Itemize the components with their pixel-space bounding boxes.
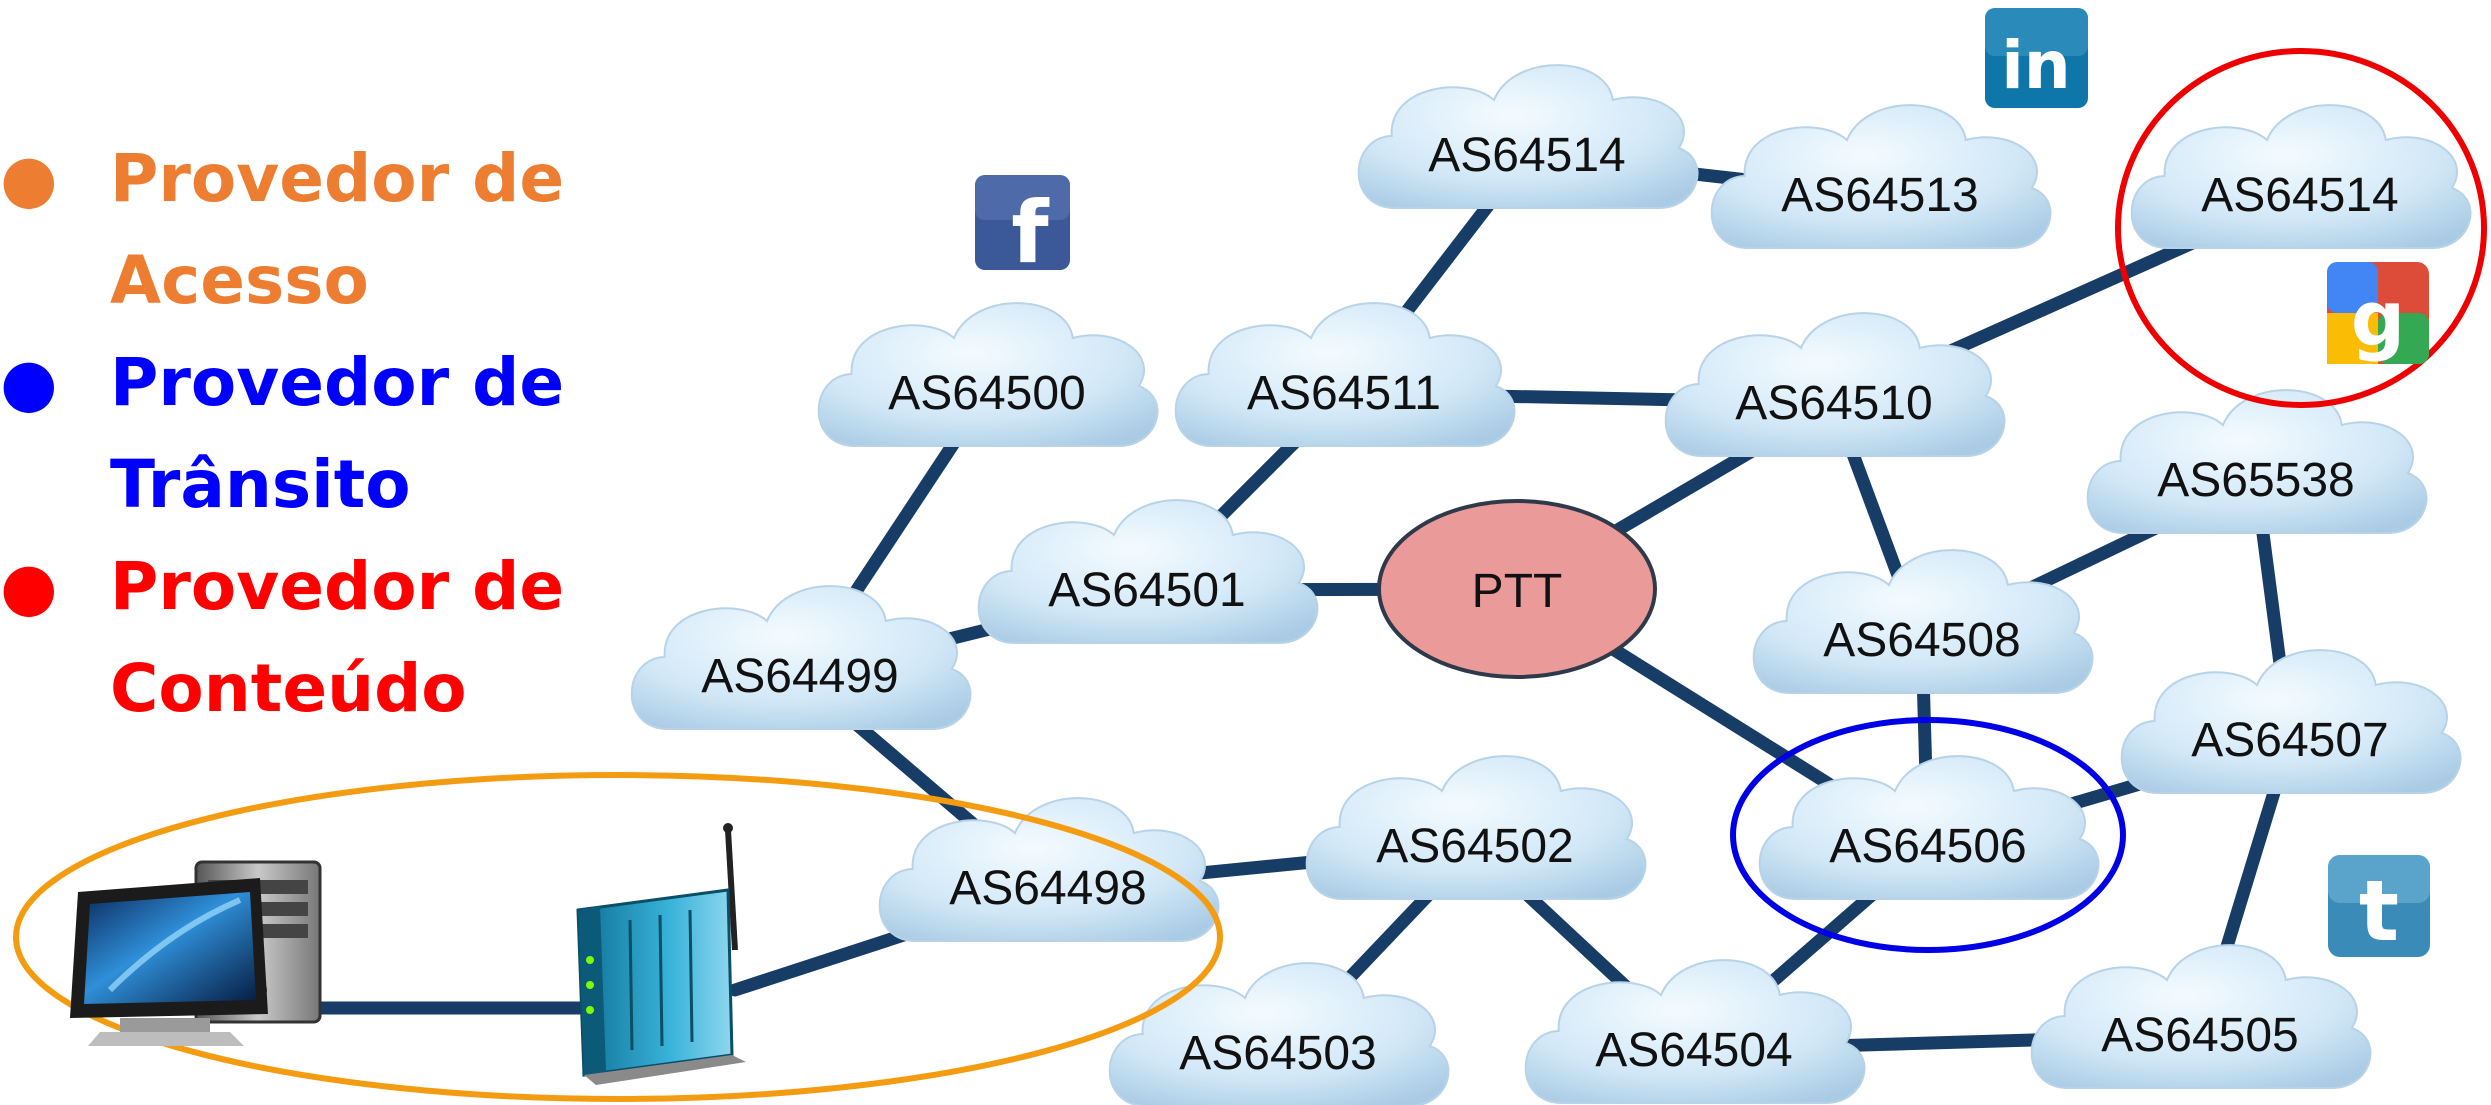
- cloud-shape: [2086, 389, 2428, 534]
- as-label-as64499: AS64499: [701, 650, 899, 703]
- cloud-node-as64514a: AS64514: [1357, 64, 1699, 209]
- ptt-node: PTT: [1377, 499, 1657, 679]
- cloud-shape: [2130, 104, 2472, 249]
- as-label-as64501: AS64501: [1048, 564, 1246, 617]
- legend-label-access: Provedor de Acesso: [110, 140, 565, 319]
- as-label-as64506: AS64506: [1829, 820, 2027, 873]
- cloud-node-as64503: AS64503: [1108, 962, 1450, 1105]
- as-label-as64505: AS64505: [2101, 1009, 2299, 1062]
- cloud-shape: [1758, 755, 2100, 900]
- twitter-glyph: t: [2359, 862, 2399, 960]
- legend-item-access: ● Provedor de Acesso: [0, 128, 600, 332]
- content-provider-ring: [2115, 48, 2487, 408]
- cloud-shape: [878, 797, 1220, 942]
- cloud-shape: [2030, 944, 2372, 1089]
- google-icon: g: [2327, 262, 2429, 364]
- legend-bullet: ●: [0, 344, 58, 421]
- as-label-as64511: AS64511: [1247, 367, 1441, 420]
- cloud-node-as64505: AS64505: [2030, 944, 2372, 1089]
- access-provider-ring: [13, 772, 1223, 1102]
- twitter-icon: t: [2328, 855, 2430, 960]
- cloud-node-as64508: AS64508: [1752, 549, 2094, 694]
- as-label-as64504: AS64504: [1595, 1024, 1793, 1077]
- computer-icon: [70, 860, 322, 1046]
- cloud-node-as64504: AS64504: [1524, 959, 1866, 1104]
- cloud-node-as64498: AS64498: [878, 797, 1220, 942]
- as-label-as64514a: AS64514: [1428, 129, 1626, 182]
- cloud-shape: [977, 499, 1319, 644]
- cloud-shape: [2120, 649, 2462, 794]
- as-label-as64498: AS64498: [949, 862, 1147, 915]
- google-glyph: g: [2351, 274, 2405, 363]
- linkedin-icon: in: [1985, 8, 2088, 108]
- cloud-node-as64514b: AS64514: [2130, 104, 2472, 249]
- cloud-shape: [1664, 312, 2006, 457]
- as-label-as64500: AS64500: [888, 367, 1086, 420]
- cloud-node-as64510: AS64510: [1664, 312, 2006, 457]
- cloud-node-as64513: AS64513: [1710, 104, 2052, 249]
- cloud-shape: [817, 302, 1159, 447]
- cloud-shape: [1174, 302, 1516, 447]
- cloud-node-as64501: AS64501: [977, 499, 1319, 644]
- legend-item-transit: ● Provedor de Trânsito: [0, 332, 600, 536]
- as-label-as64507: AS64507: [2191, 714, 2389, 767]
- as-label-as64513: AS64513: [1781, 169, 1979, 222]
- modem-icon: [576, 823, 746, 1085]
- as-label-as64503: AS64503: [1179, 1027, 1377, 1080]
- as-label-as64508: AS64508: [1823, 614, 2021, 667]
- cloud-shape: [1524, 959, 1866, 1104]
- legend-label-content: Provedor de Conteúdo: [110, 548, 565, 727]
- facebook-glyph: f: [1011, 183, 1050, 283]
- ptt-label: PTT: [1472, 565, 1563, 618]
- ptt-ellipse: [1377, 499, 1657, 679]
- legend-bullet: ●: [0, 140, 58, 217]
- transit-provider-ring: [1730, 717, 2126, 953]
- cloud-shape: [1752, 549, 2094, 694]
- facebook-icon: f: [975, 175, 1070, 283]
- cloud-node-as64511: AS64511: [1174, 302, 1516, 447]
- linkedin-glyph: in: [2001, 27, 2071, 104]
- as-label-as64502: AS64502: [1376, 820, 1574, 873]
- legend-label-transit: Provedor de Trânsito: [110, 344, 565, 523]
- legend-item-content: ● Provedor de Conteúdo: [0, 536, 600, 740]
- legend: ● Provedor de Acesso ● Provedor de Trâns…: [0, 128, 600, 740]
- cloud-shape: [630, 585, 972, 730]
- cloud-shape: [1357, 64, 1699, 209]
- as-label-as65538: AS65538: [2157, 454, 2355, 507]
- cloud-shape: [1710, 104, 2052, 249]
- cloud-node-as64499: AS64499: [630, 585, 972, 730]
- cloud-node-as64502: AS64502: [1305, 755, 1647, 900]
- cloud-node-as64507: AS64507: [2120, 649, 2462, 794]
- legend-bullet: ●: [0, 548, 58, 625]
- cloud-shape: [1305, 755, 1647, 900]
- cloud-node-as64506: AS64506: [1758, 755, 2100, 900]
- as-label-as64510: AS64510: [1735, 377, 1933, 430]
- as-label-as64514b: AS64514: [2201, 169, 2399, 222]
- cloud-node-as65538: AS65538: [2086, 389, 2428, 534]
- cloud-node-as64500: AS64500: [817, 302, 1159, 447]
- cloud-shape: [1108, 962, 1450, 1105]
